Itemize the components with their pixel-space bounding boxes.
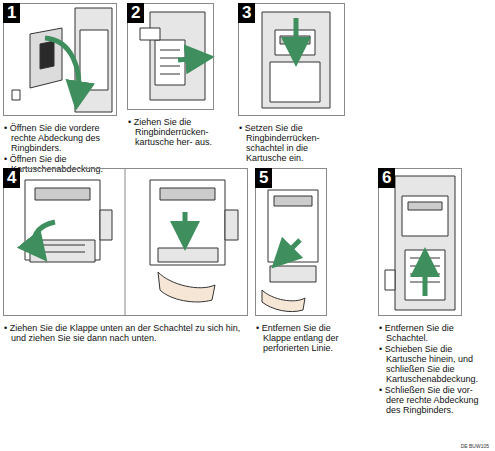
instruction-text: • Schieben Sie die Kartusche hinein, und…: [379, 344, 491, 384]
step-panel: 2• Ziehen Sie die Ringbinderrücken- kart…: [127, 3, 214, 110]
step-number: 2: [127, 3, 144, 23]
step-number: 5: [255, 168, 272, 188]
instruction-text: • Setzen Sie die Ringbinderrücken- schac…: [239, 123, 351, 163]
document-code: DE BUW105: [461, 443, 489, 449]
step-number: 3: [238, 3, 255, 23]
step-panel: 3• Setzen Sie die Ringbinderrücken- scha…: [238, 3, 345, 116]
step-number: 6: [378, 168, 395, 188]
instruction-text: • Entfernen Sie die Klappe entlang der p…: [256, 323, 352, 353]
step-caption: • Entfernen Sie die Schachtel.• Schieben…: [379, 323, 491, 416]
step-caption: • Ziehen Sie die Ringbinderrücken- kartu…: [128, 117, 228, 148]
instruction-text: • Ziehen Sie die Ringbinderrücken- kartu…: [128, 117, 228, 147]
step-panel: 6• Entfernen Sie die Schachtel.• Schiebe…: [378, 168, 462, 316]
step-panel: 5• Entfernen Sie die Klappe entlang der …: [255, 168, 327, 316]
step-caption: • Entfernen Sie die Klappe entlang der p…: [256, 323, 352, 354]
instruction-text: • Ziehen Sie die Klappe unten an der Sch…: [4, 323, 254, 343]
instruction-text: • Schließen Sie die vor- dere rechte Abd…: [379, 385, 491, 415]
step-caption: • Setzen Sie die Ringbinderrücken- schac…: [239, 123, 351, 164]
step-number: 1: [3, 3, 20, 23]
step-number: 4: [3, 168, 20, 188]
step-panel: 4• Ziehen Sie die Klappe unten an der Sc…: [3, 168, 248, 316]
instruction-text: • Öffnen Sie die Kartuschenabdeckung.: [4, 154, 122, 174]
step-caption: • Ziehen Sie die Klappe unten an der Sch…: [4, 323, 254, 344]
instruction-text: • Entfernen Sie die Schachtel.: [379, 323, 491, 343]
instruction-text: • Öffnen Sie die vordere rechte Abdeckun…: [4, 123, 122, 153]
step-panel: 1• Öffnen Sie die vordere rechte Abdecku…: [3, 3, 117, 116]
